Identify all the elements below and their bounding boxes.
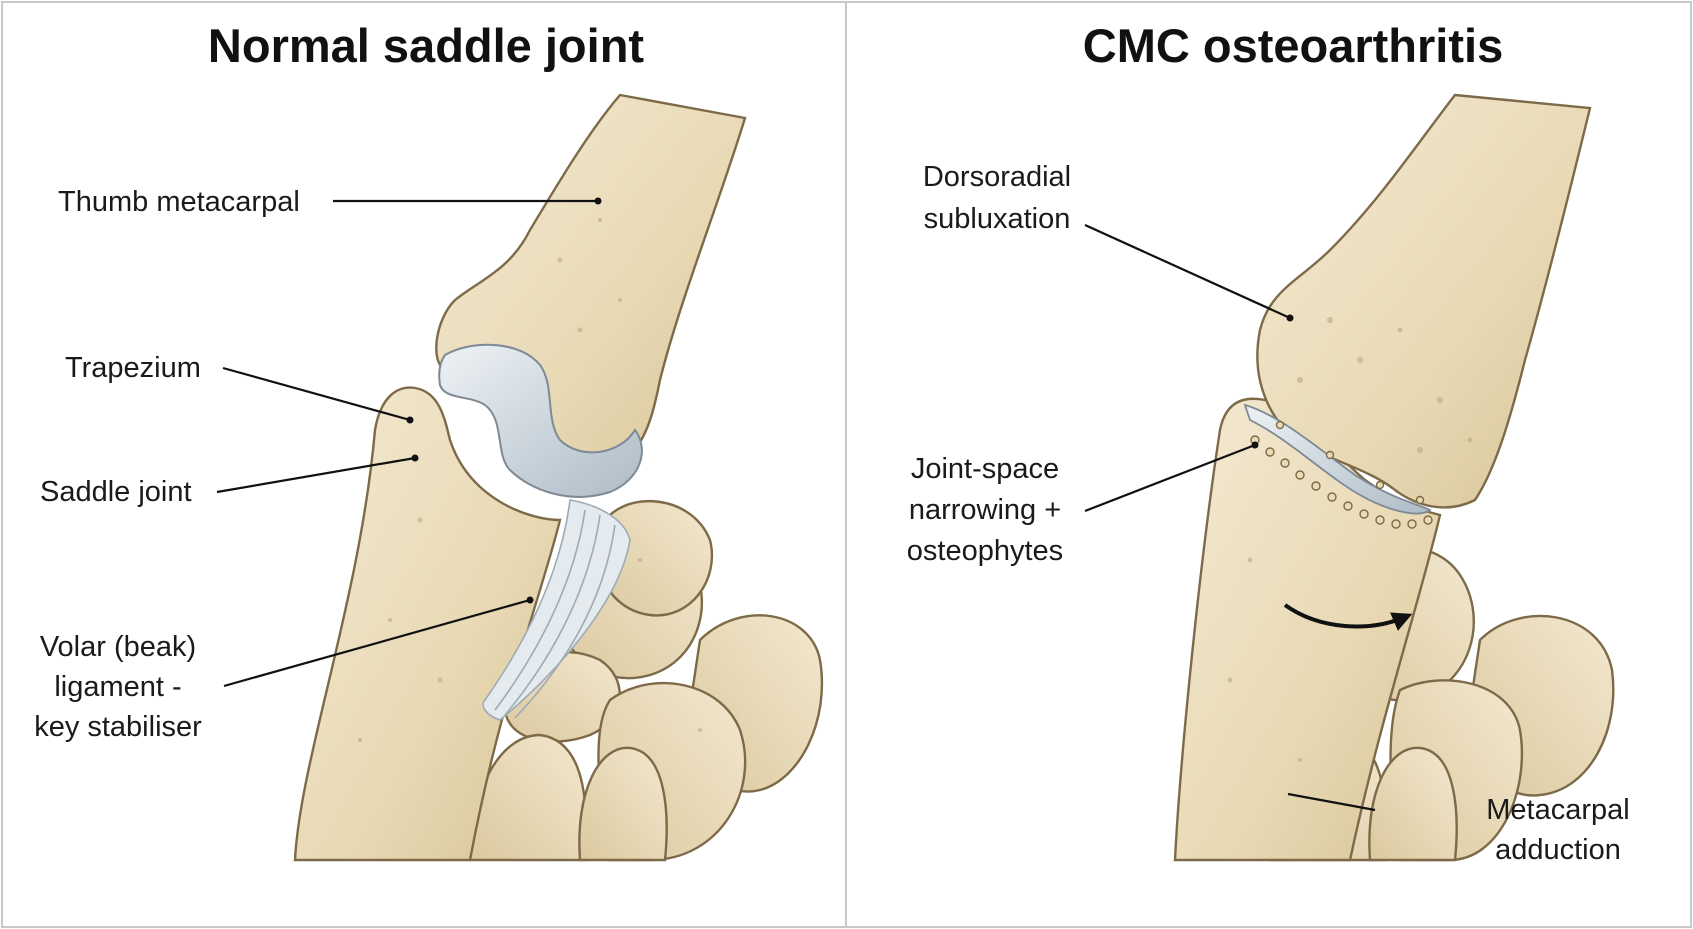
label-joint-space-line1: Joint-space: [911, 453, 1059, 485]
panel-title-left: Normal saddle joint: [208, 19, 644, 72]
trapezium-bone: [293, 386, 562, 862]
label-joint-space-line2: narrowing +: [909, 494, 1061, 526]
label-dorsoradial-line2: subluxation: [924, 203, 1071, 235]
bone-texture-oa: [1227, 317, 1473, 762]
volar-ligament: [482, 499, 631, 721]
leader-saddle-joint: [216, 456, 416, 494]
label-thumb-metacarpal: Thumb metacarpal: [58, 186, 300, 218]
leader-metacarpal-adduction: [1287, 792, 1376, 812]
label-volar-ligament-line2: ligament -: [54, 671, 181, 703]
thumb-metacarpal-bone-oa: [1256, 93, 1592, 509]
bone-texture: [358, 218, 702, 742]
leader-volar-ligament: [223, 598, 531, 688]
leader-dot: [1251, 441, 1259, 449]
cartilage-cap: [438, 343, 643, 498]
leader-dot: [1286, 314, 1294, 322]
leader-dot: [526, 596, 534, 604]
label-volar-ligament-line3: key stabiliser: [34, 711, 202, 743]
leader-dorsoradial-subluxation: [1084, 223, 1291, 320]
leader-dot: [411, 454, 419, 462]
label-saddle-joint: Saddle joint: [40, 476, 192, 508]
label-trapezium: Trapezium: [65, 352, 201, 384]
osteoarthritis-joint-drawing: [1173, 93, 1615, 862]
label-joint-space-line3: osteophytes: [907, 535, 1063, 567]
leader-dot: [594, 197, 602, 205]
leader-dot: [406, 416, 414, 424]
label-volar-ligament-line1: Volar (beak): [40, 631, 196, 663]
thumb-metacarpal-bone: [435, 93, 747, 472]
label-adduction-line2: adduction: [1495, 834, 1621, 866]
narrowed-cartilage: [1243, 403, 1432, 515]
osteophytes: [1250, 420, 1433, 529]
panel-title-right: CMC osteoarthritis: [1083, 19, 1503, 72]
adduction-arrow: [1283, 603, 1413, 631]
metacarpal-bone: [578, 746, 668, 862]
label-adduction-line1: Metacarpal: [1486, 794, 1629, 826]
label-dorsoradial-line1: Dorsoradial: [923, 161, 1071, 193]
normal-joint-drawing: [293, 93, 824, 862]
leader-joint-space-narrowing: [1084, 443, 1256, 513]
leader-trapezium: [222, 366, 411, 422]
metacarpal-bone: [1368, 746, 1458, 862]
